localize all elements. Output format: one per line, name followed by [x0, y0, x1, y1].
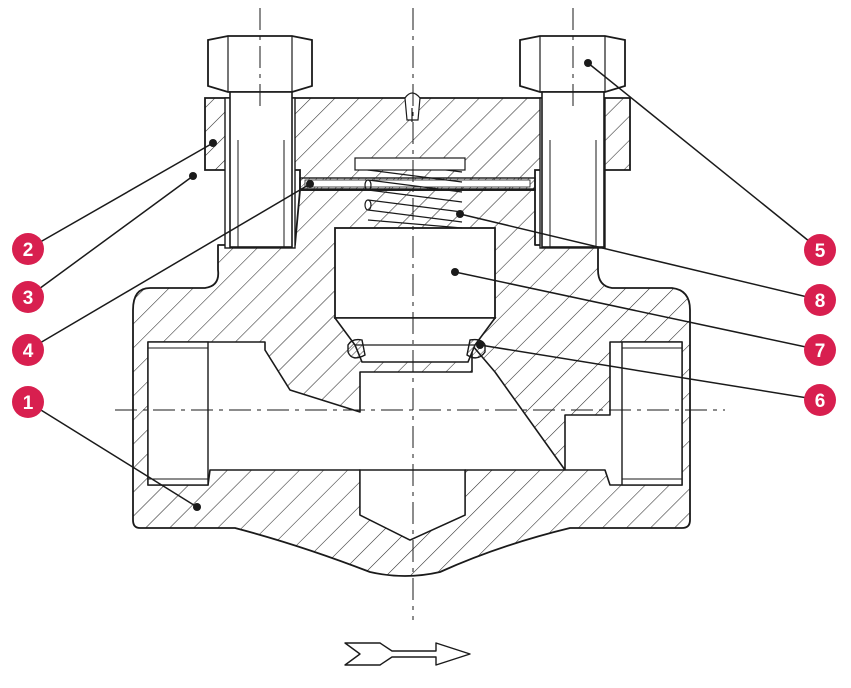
callout-8: 8 [804, 284, 836, 316]
piston-disc [333, 227, 497, 363]
callout-7-label: 7 [815, 341, 826, 362]
callout-1-label: 1 [23, 393, 34, 414]
leader-lines [27, 62, 821, 508]
left-thread-bore [147, 341, 209, 486]
callout-1: 1 [12, 386, 44, 418]
callout-3-label: 3 [23, 288, 34, 309]
callout-6: 6 [804, 384, 836, 416]
spring [354, 157, 466, 229]
callout-7: 7 [804, 334, 836, 366]
callout-2-label: 2 [23, 240, 34, 261]
callout-4: 4 [12, 334, 44, 366]
gasket [299, 177, 536, 190]
leader-dots [189, 59, 592, 511]
valve-body [132, 189, 691, 577]
callout-2: 2 [12, 233, 44, 265]
flow-arrow-icon [344, 642, 471, 666]
right-thread-bore [621, 341, 683, 486]
callout-5: 5 [804, 234, 836, 266]
callout-5-label: 5 [815, 241, 826, 262]
callout-6-label: 6 [815, 391, 826, 412]
callout-3: 3 [12, 281, 44, 313]
center-lines [115, 8, 725, 620]
callout-8-label: 8 [815, 291, 826, 312]
callout-4-label: 4 [23, 341, 34, 362]
